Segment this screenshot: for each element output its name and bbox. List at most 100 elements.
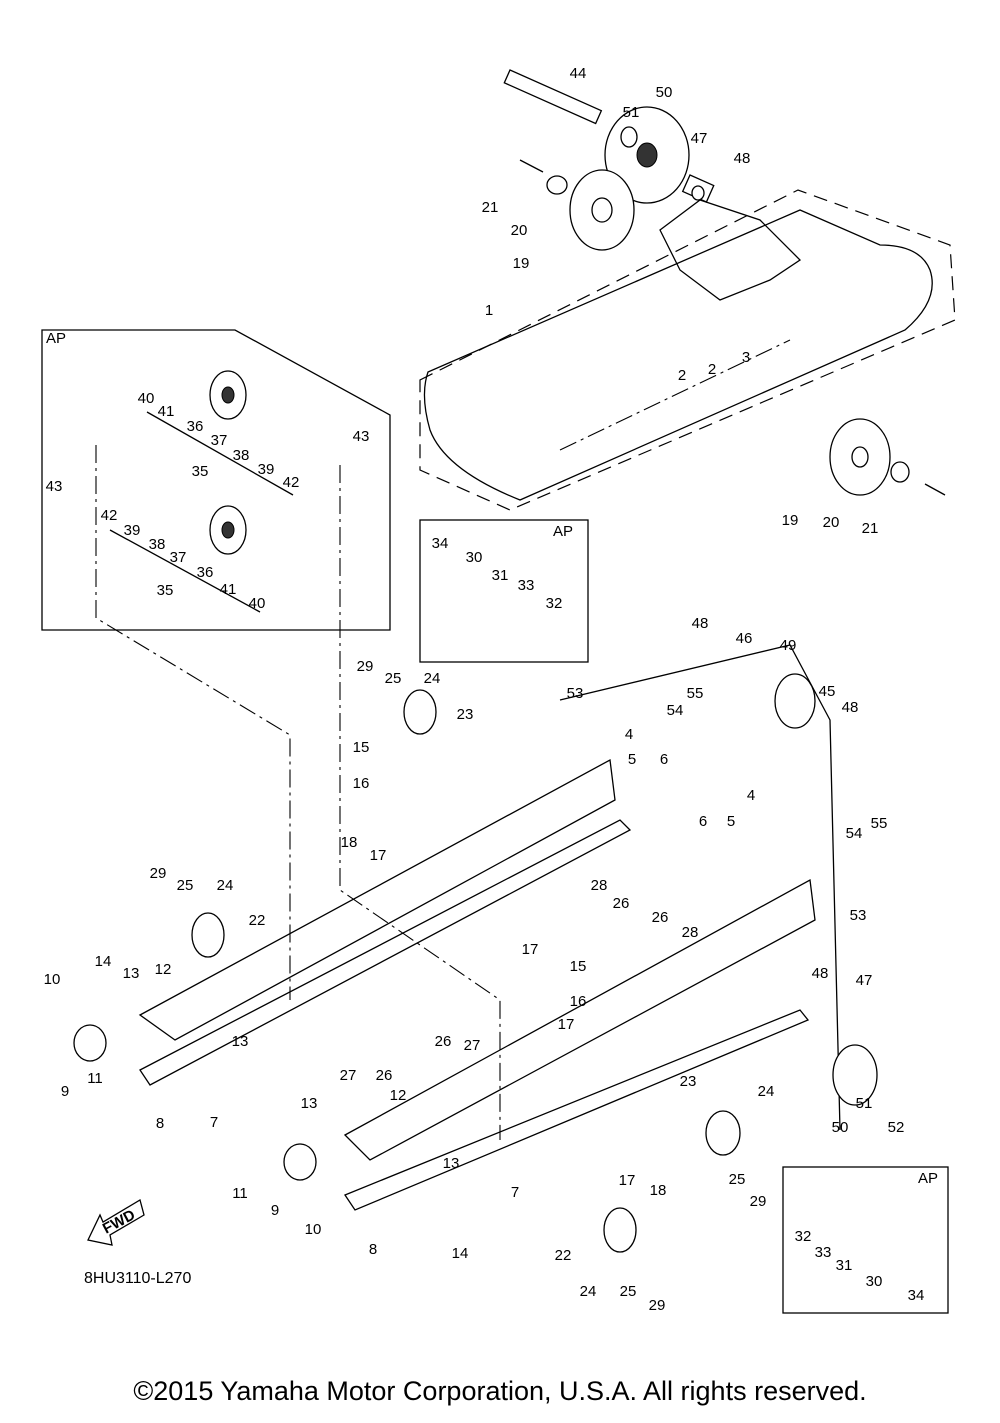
callout-25: 25 [177,877,194,894]
callout-9: 9 [271,1202,279,1219]
callout-22: 22 [555,1247,572,1264]
inset-box-left [41,329,391,631]
callout-29: 29 [357,658,374,675]
inset-label: AP [918,1170,938,1187]
callout-21: 21 [862,520,879,537]
callout-48: 48 [692,615,709,632]
callout-34: 34 [432,535,449,552]
callout-13: 13 [301,1095,318,1112]
callout-32: 32 [795,1228,812,1245]
callout-24: 24 [217,877,234,894]
callout-12: 12 [390,1087,407,1104]
callout-11: 11 [232,1185,248,1202]
callout-31: 31 [492,567,509,584]
callout-14: 14 [452,1245,469,1262]
callout-2: 2 [708,361,716,378]
callout-9: 9 [61,1083,69,1100]
callout-50: 50 [832,1119,849,1136]
callout-33: 33 [518,577,535,594]
callout-27: 27 [464,1037,481,1054]
callout-11: 11 [87,1070,103,1087]
callout-53: 53 [567,685,584,702]
callout-22: 22 [249,912,266,929]
callout-42: 42 [101,507,118,524]
callout-26: 26 [613,895,630,912]
callout-44: 44 [570,65,587,82]
callout-16: 16 [570,993,587,1010]
callout-30: 30 [866,1273,883,1290]
callout-29: 29 [750,1193,767,1210]
callout-3: 3 [742,349,750,366]
callout-13: 13 [232,1033,249,1050]
callout-16: 16 [353,775,370,792]
copyright-notice: ©2015 Yamaha Motor Corporation, U.S.A. A… [133,1376,867,1406]
callout-39: 39 [124,522,141,539]
callout-38: 38 [149,536,166,553]
idler-wheel-19 [829,418,946,496]
callout-27: 27 [340,1067,357,1084]
callout-21: 21 [482,199,499,216]
callout-5: 5 [727,813,735,830]
callout-54: 54 [667,702,684,719]
callout-12: 12 [155,961,172,978]
callout-6: 6 [660,751,668,768]
callout-18: 18 [341,834,358,851]
inset-box-right [782,1166,949,1314]
callout-7: 7 [210,1114,218,1131]
callout-28: 28 [682,924,699,941]
callout-49: 49 [780,637,797,654]
callout-51: 51 [623,104,640,121]
callout-34: 34 [908,1287,925,1304]
callout-14: 14 [95,953,112,970]
track-belt [419,189,956,511]
callout-19: 19 [513,255,530,272]
callout-17: 17 [558,1016,575,1033]
callout-37: 37 [211,432,228,449]
callout-48: 48 [734,150,751,167]
callout-40: 40 [138,390,155,407]
callout-48: 48 [812,965,829,982]
callout-7: 7 [511,1184,519,1201]
callout-28: 28 [591,877,608,894]
callout-39: 39 [258,461,275,478]
callout-18: 18 [650,1182,667,1199]
callout-40: 40 [249,595,266,612]
callout-15: 15 [570,958,587,975]
fwd-label: FWD [100,1206,138,1237]
callout-4: 4 [747,787,755,804]
callout-26: 26 [376,1067,393,1084]
callout-17: 17 [619,1172,636,1189]
callout-20: 20 [511,222,528,239]
callout-29: 29 [649,1297,666,1314]
callout-13: 13 [123,965,140,982]
callout-10: 10 [44,971,61,988]
fwd-arrow-icon: FWD [87,1199,145,1246]
callout-24: 24 [580,1283,597,1300]
callout-53: 53 [850,907,867,924]
callout-55: 55 [871,815,888,832]
callout-48: 48 [842,699,859,716]
callout-43: 43 [46,478,63,495]
callout-35: 35 [192,463,209,480]
callout-33: 33 [815,1244,832,1261]
callout-8: 8 [369,1241,377,1258]
callout-4: 4 [625,726,633,743]
callout-15: 15 [353,739,370,756]
callout-6: 6 [699,813,707,830]
callout-41: 41 [220,581,237,598]
callout-36: 36 [197,564,214,581]
callout-36: 36 [187,418,204,435]
callout-24: 24 [424,670,441,687]
callout-35: 35 [157,582,174,599]
callout-41: 41 [158,403,175,420]
callout-50: 50 [656,84,673,101]
callout-2: 2 [678,367,686,384]
callout-8: 8 [156,1115,164,1132]
callout-31: 31 [836,1257,853,1274]
callout-55: 55 [687,685,704,702]
callout-42: 42 [283,474,300,491]
drawing-code: 8HU3110-L270 [84,1270,192,1287]
